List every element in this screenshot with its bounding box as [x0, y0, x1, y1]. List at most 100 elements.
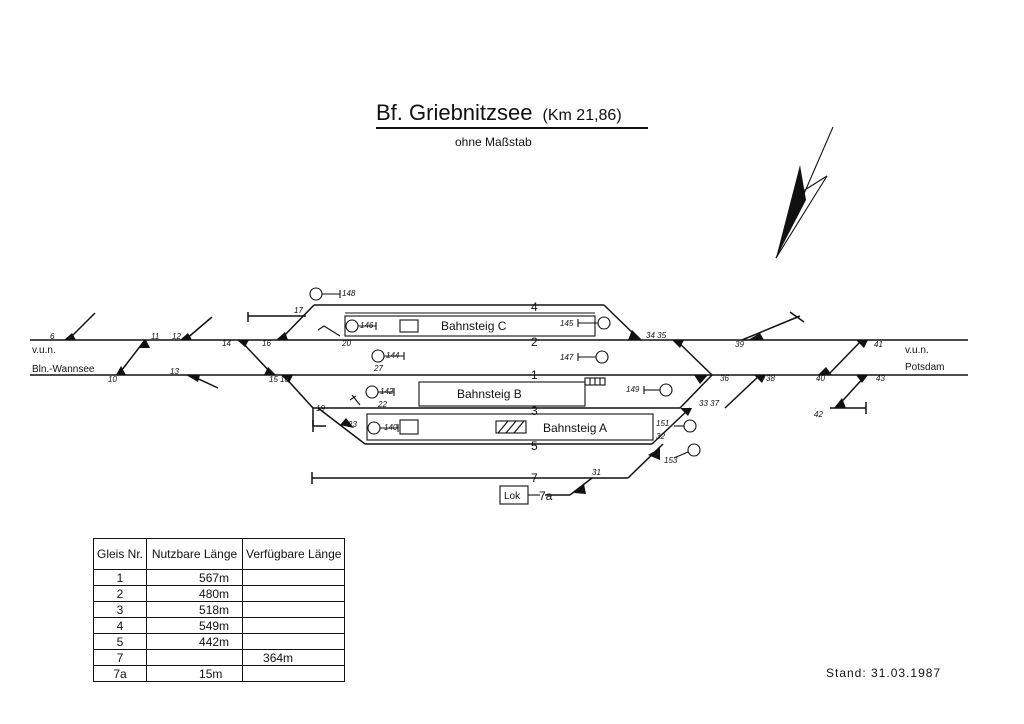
- cell-gleis: 1: [92, 569, 148, 586]
- lok-shed: Lok: [499, 485, 540, 505]
- direction-right-top: v.u.n.: [905, 345, 929, 356]
- signal-number: 151: [656, 419, 669, 428]
- column-header-nutzbare-laenge: Nutzbare Länge: [146, 538, 244, 570]
- cell-verfuegbar: [242, 601, 346, 618]
- station-title: Bf. Griebnitzsee (Km 21,86): [376, 100, 622, 126]
- cell-nutzbar: 518m: [146, 601, 244, 618]
- track-label-2: 2: [531, 335, 538, 349]
- direction-left-top: v.u.n.: [32, 345, 56, 356]
- lok-label: Lok: [504, 491, 521, 502]
- switch-number: 34 35: [646, 331, 667, 340]
- tracks-3-and-5: [281, 374, 713, 445]
- switch-number: 11: [151, 332, 159, 341]
- switch-number: 15 18: [269, 375, 290, 384]
- signal-number: 146: [360, 321, 374, 330]
- cell-nutzbar: 442m: [146, 633, 244, 650]
- station-km: (Km 21,86): [542, 107, 622, 124]
- track-length-table: Gleis Nr. Nutzbare Länge Verfügbare Läng…: [92, 538, 346, 682]
- signal-number: 144: [386, 351, 400, 360]
- cell-nutzbar: 15m: [146, 665, 244, 682]
- switch-number: 40: [816, 374, 825, 383]
- track-label-4: 4: [531, 300, 538, 314]
- switch-number: 17: [294, 306, 303, 315]
- switch-number: 23: [347, 420, 357, 429]
- switch-number: 16: [262, 339, 271, 348]
- cell-nutzbar: [146, 649, 244, 666]
- switch-number: 43: [876, 374, 885, 383]
- cell-verfuegbar: [242, 585, 346, 602]
- switch-number: 36: [720, 374, 729, 383]
- crossover-14-16: [237, 339, 276, 376]
- left-spurs: [64, 312, 219, 389]
- signal-number: 153: [664, 456, 678, 465]
- signal-number: 145: [560, 319, 574, 328]
- station-name: Bf. Griebnitzsee: [376, 100, 533, 125]
- cell-gleis: 2: [92, 585, 148, 602]
- track-4: [247, 304, 642, 341]
- track-label-7: 7: [531, 471, 538, 485]
- column-header-gleis: Gleis Nr.: [92, 538, 148, 570]
- switch-number: 33 37: [699, 399, 720, 408]
- track-label-3: 3: [531, 404, 538, 418]
- cell-verfuegbar: [242, 569, 346, 586]
- track-label-7a: 7a: [539, 489, 553, 503]
- right-crossovers: [672, 311, 868, 414]
- cell-gleis: 7a: [92, 665, 148, 682]
- switch-number: 20: [341, 339, 351, 348]
- left-crossover: [116, 339, 150, 376]
- switch-number: 12: [172, 332, 181, 341]
- signal-icons: [309, 287, 701, 459]
- switch-number: 19: [316, 404, 325, 413]
- switch-number: 13: [170, 367, 179, 376]
- platform-b-label: Bahnsteig B: [457, 387, 522, 401]
- cell-gleis: 3: [92, 601, 148, 618]
- cell-gleis: 4: [92, 617, 148, 634]
- switch-number: 14: [222, 339, 231, 348]
- cell-nutzbar: 567m: [146, 569, 244, 586]
- cell-verfuegbar: 364m: [242, 649, 346, 666]
- north-arrow-icon: [775, 126, 834, 259]
- cell-nutzbar: 549m: [146, 617, 244, 634]
- cell-verfuegbar: [242, 665, 346, 682]
- platform-b: Bahnsteig B: [418, 377, 606, 407]
- switch-number: 6: [50, 332, 55, 341]
- cell-verfuegbar: [242, 633, 346, 650]
- cell-verfuegbar: [242, 617, 346, 634]
- scale-note: ohne Maßstab: [455, 135, 532, 149]
- track-label-1: 1: [531, 368, 538, 382]
- switch-number: 39: [735, 340, 744, 349]
- cell-gleis: 7: [92, 649, 148, 666]
- switch-number: 32: [656, 432, 665, 441]
- cell-nutzbar: 480m: [146, 585, 244, 602]
- cell-gleis: 5: [92, 633, 148, 650]
- track-label-5: 5: [531, 439, 538, 453]
- platform-a-label: Bahnsteig A: [543, 421, 607, 435]
- switch-number: 27: [373, 364, 383, 373]
- switch-number: 42: [814, 410, 823, 419]
- signal-number: 149: [626, 385, 640, 394]
- switch-number: 22: [377, 400, 387, 409]
- table-row: 7 364m: [92, 649, 346, 666]
- switch-number: 38: [766, 374, 775, 383]
- direction-left-bottom: Bln.-Wannsee: [32, 364, 95, 375]
- stand-date: Stand: 31.03.1987: [826, 666, 942, 680]
- signal-number: 140: [384, 423, 398, 432]
- tracks-7-and-7a: [311, 443, 664, 496]
- switch-number: 31: [592, 468, 601, 477]
- signal-number: 142: [380, 387, 394, 396]
- signal-number: 148: [342, 289, 356, 298]
- direction-right-bottom: Potsdam: [905, 362, 944, 373]
- platform-c: Bahnsteig C: [344, 312, 596, 337]
- column-header-verfuegbare-laenge: Verfügbare Länge: [242, 538, 346, 570]
- platform-c-label: Bahnsteig C: [441, 319, 507, 333]
- switch-number: 10: [108, 375, 117, 384]
- title-underline: [376, 127, 648, 129]
- signal-number: 147: [560, 353, 574, 362]
